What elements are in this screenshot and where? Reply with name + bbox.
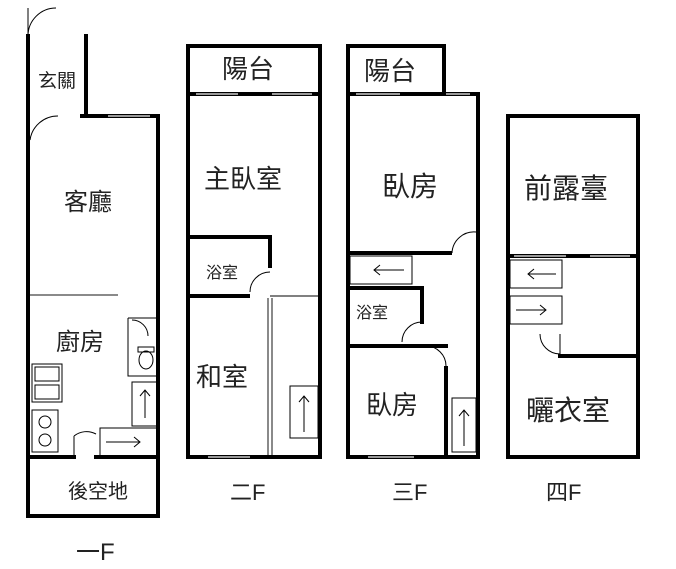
- room-label-bedroom-3f-back: 臥房: [366, 391, 418, 421]
- floor-1f: 玄關 客廳 廚房 後空地 一F: [26, 7, 160, 566]
- stove-icon: [31, 409, 59, 453]
- floor-label-4f: 四F: [546, 480, 581, 505]
- room-label-living: 客廳: [64, 188, 112, 216]
- room-label-foyer: 玄關: [38, 70, 76, 92]
- room-label-japanese-room: 和室: [196, 363, 248, 393]
- room-label-balcony-2f: 陽台: [222, 55, 274, 85]
- floor-label-1f: 一F: [76, 539, 115, 566]
- room-label-kitchen: 廚房: [56, 328, 104, 356]
- floor-4f: 前露臺 曬衣室 四F: [506, 114, 640, 505]
- room-label-front-terrace: 前露臺: [524, 172, 608, 205]
- stair-arrow-icon: [99, 381, 159, 457]
- floor-label-2f: 二F: [230, 480, 265, 505]
- stair-arrow-icon: [509, 259, 563, 325]
- room-label-bedroom-3f-front: 臥房: [382, 170, 438, 203]
- toilet-icon: [137, 346, 155, 370]
- room-label-backyard: 後空地: [68, 479, 128, 503]
- stair-arrow-icon: [349, 255, 477, 453]
- room-label-bath-3f: 浴室: [356, 303, 388, 322]
- floor-3f: 陽台 臥房 浴室 臥房 三F: [346, 44, 480, 505]
- room-label-bath-2f: 浴室: [206, 263, 238, 282]
- room-label-master-bedroom: 主臥室: [204, 165, 282, 195]
- floor-2f: 陽台 主臥室 浴室 和室 二F: [186, 44, 322, 505]
- room-label-balcony-3f: 陽台: [364, 57, 416, 87]
- sink-icon: [31, 363, 63, 403]
- stair-arrow-icon: [289, 385, 319, 439]
- room-label-laundry-room: 曬衣室: [526, 394, 610, 427]
- floor-label-3f: 三F: [392, 480, 427, 505]
